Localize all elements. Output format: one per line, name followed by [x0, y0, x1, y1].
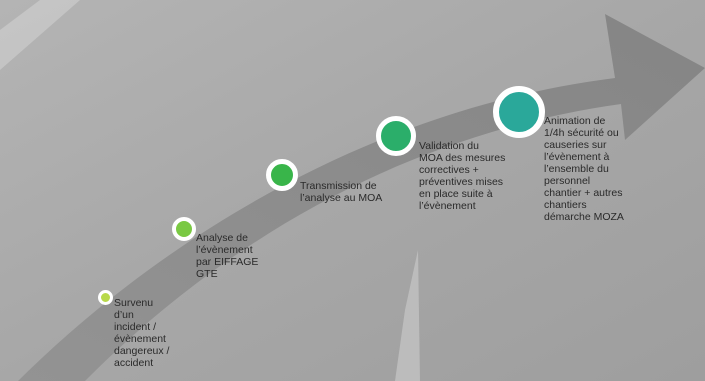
- step-label-line: par EIFFAGE: [196, 256, 259, 268]
- step-label-5: Animation de 1/4h sécurité ou causeries …: [544, 115, 624, 223]
- step-label-line: d’un: [114, 309, 134, 321]
- step-node-5: [493, 86, 545, 138]
- step-label-line: correctives +: [419, 164, 479, 176]
- step-label-line: GTE: [196, 268, 218, 280]
- step-label-line: 1/4h sécurité ou: [544, 127, 619, 139]
- step-label-line: Animation de: [544, 115, 606, 127]
- step-label-line: dangereux /: [114, 345, 170, 357]
- step-label-line: l’ensemble du: [544, 163, 609, 175]
- step-label-line: accident: [114, 357, 154, 369]
- step-label-line: en place suite à: [419, 188, 493, 200]
- step-label-4: Validation du MOA des mesures corrective…: [419, 140, 505, 212]
- step-label-line: personnel: [544, 175, 591, 187]
- step-label-line: chantiers: [544, 199, 587, 211]
- step-label-line: MOA des mesures: [419, 152, 506, 164]
- step-label-line: causeries sur: [544, 139, 607, 151]
- step-node-4: [376, 116, 416, 156]
- step-label-line: chantier + autres: [544, 187, 623, 199]
- step-node-1: [98, 290, 113, 305]
- step-label-line: Survenu: [114, 297, 154, 309]
- step-label-line: Transmission de: [300, 180, 377, 192]
- background-streak: [395, 250, 420, 381]
- step-label-line: l’analyse au MOA: [300, 192, 383, 204]
- step-label-line: l’évènement: [419, 200, 476, 212]
- step-label-line: évènement: [114, 333, 166, 345]
- step-label-2: Analyse de l’évènement par EIFFAGE GTE: [196, 232, 258, 280]
- background-streak: [0, 0, 80, 70]
- step-node-3: [266, 159, 298, 191]
- step-label-1: Survenu d’un incident / évènement danger…: [114, 297, 169, 369]
- step-label-line: démarche MOZA: [544, 211, 624, 223]
- step-label-line: incident /: [114, 321, 157, 333]
- step-node-2: [172, 217, 196, 241]
- step-label-line: l’évènement à: [544, 151, 610, 163]
- step-label-line: Validation du: [419, 140, 479, 152]
- step-label-line: l’évènement: [196, 244, 253, 256]
- step-label-line: Analyse de: [196, 232, 248, 244]
- step-label-line: préventives mises: [419, 176, 504, 188]
- step-label-3: Transmission de l’analyse au MOA: [300, 180, 382, 204]
